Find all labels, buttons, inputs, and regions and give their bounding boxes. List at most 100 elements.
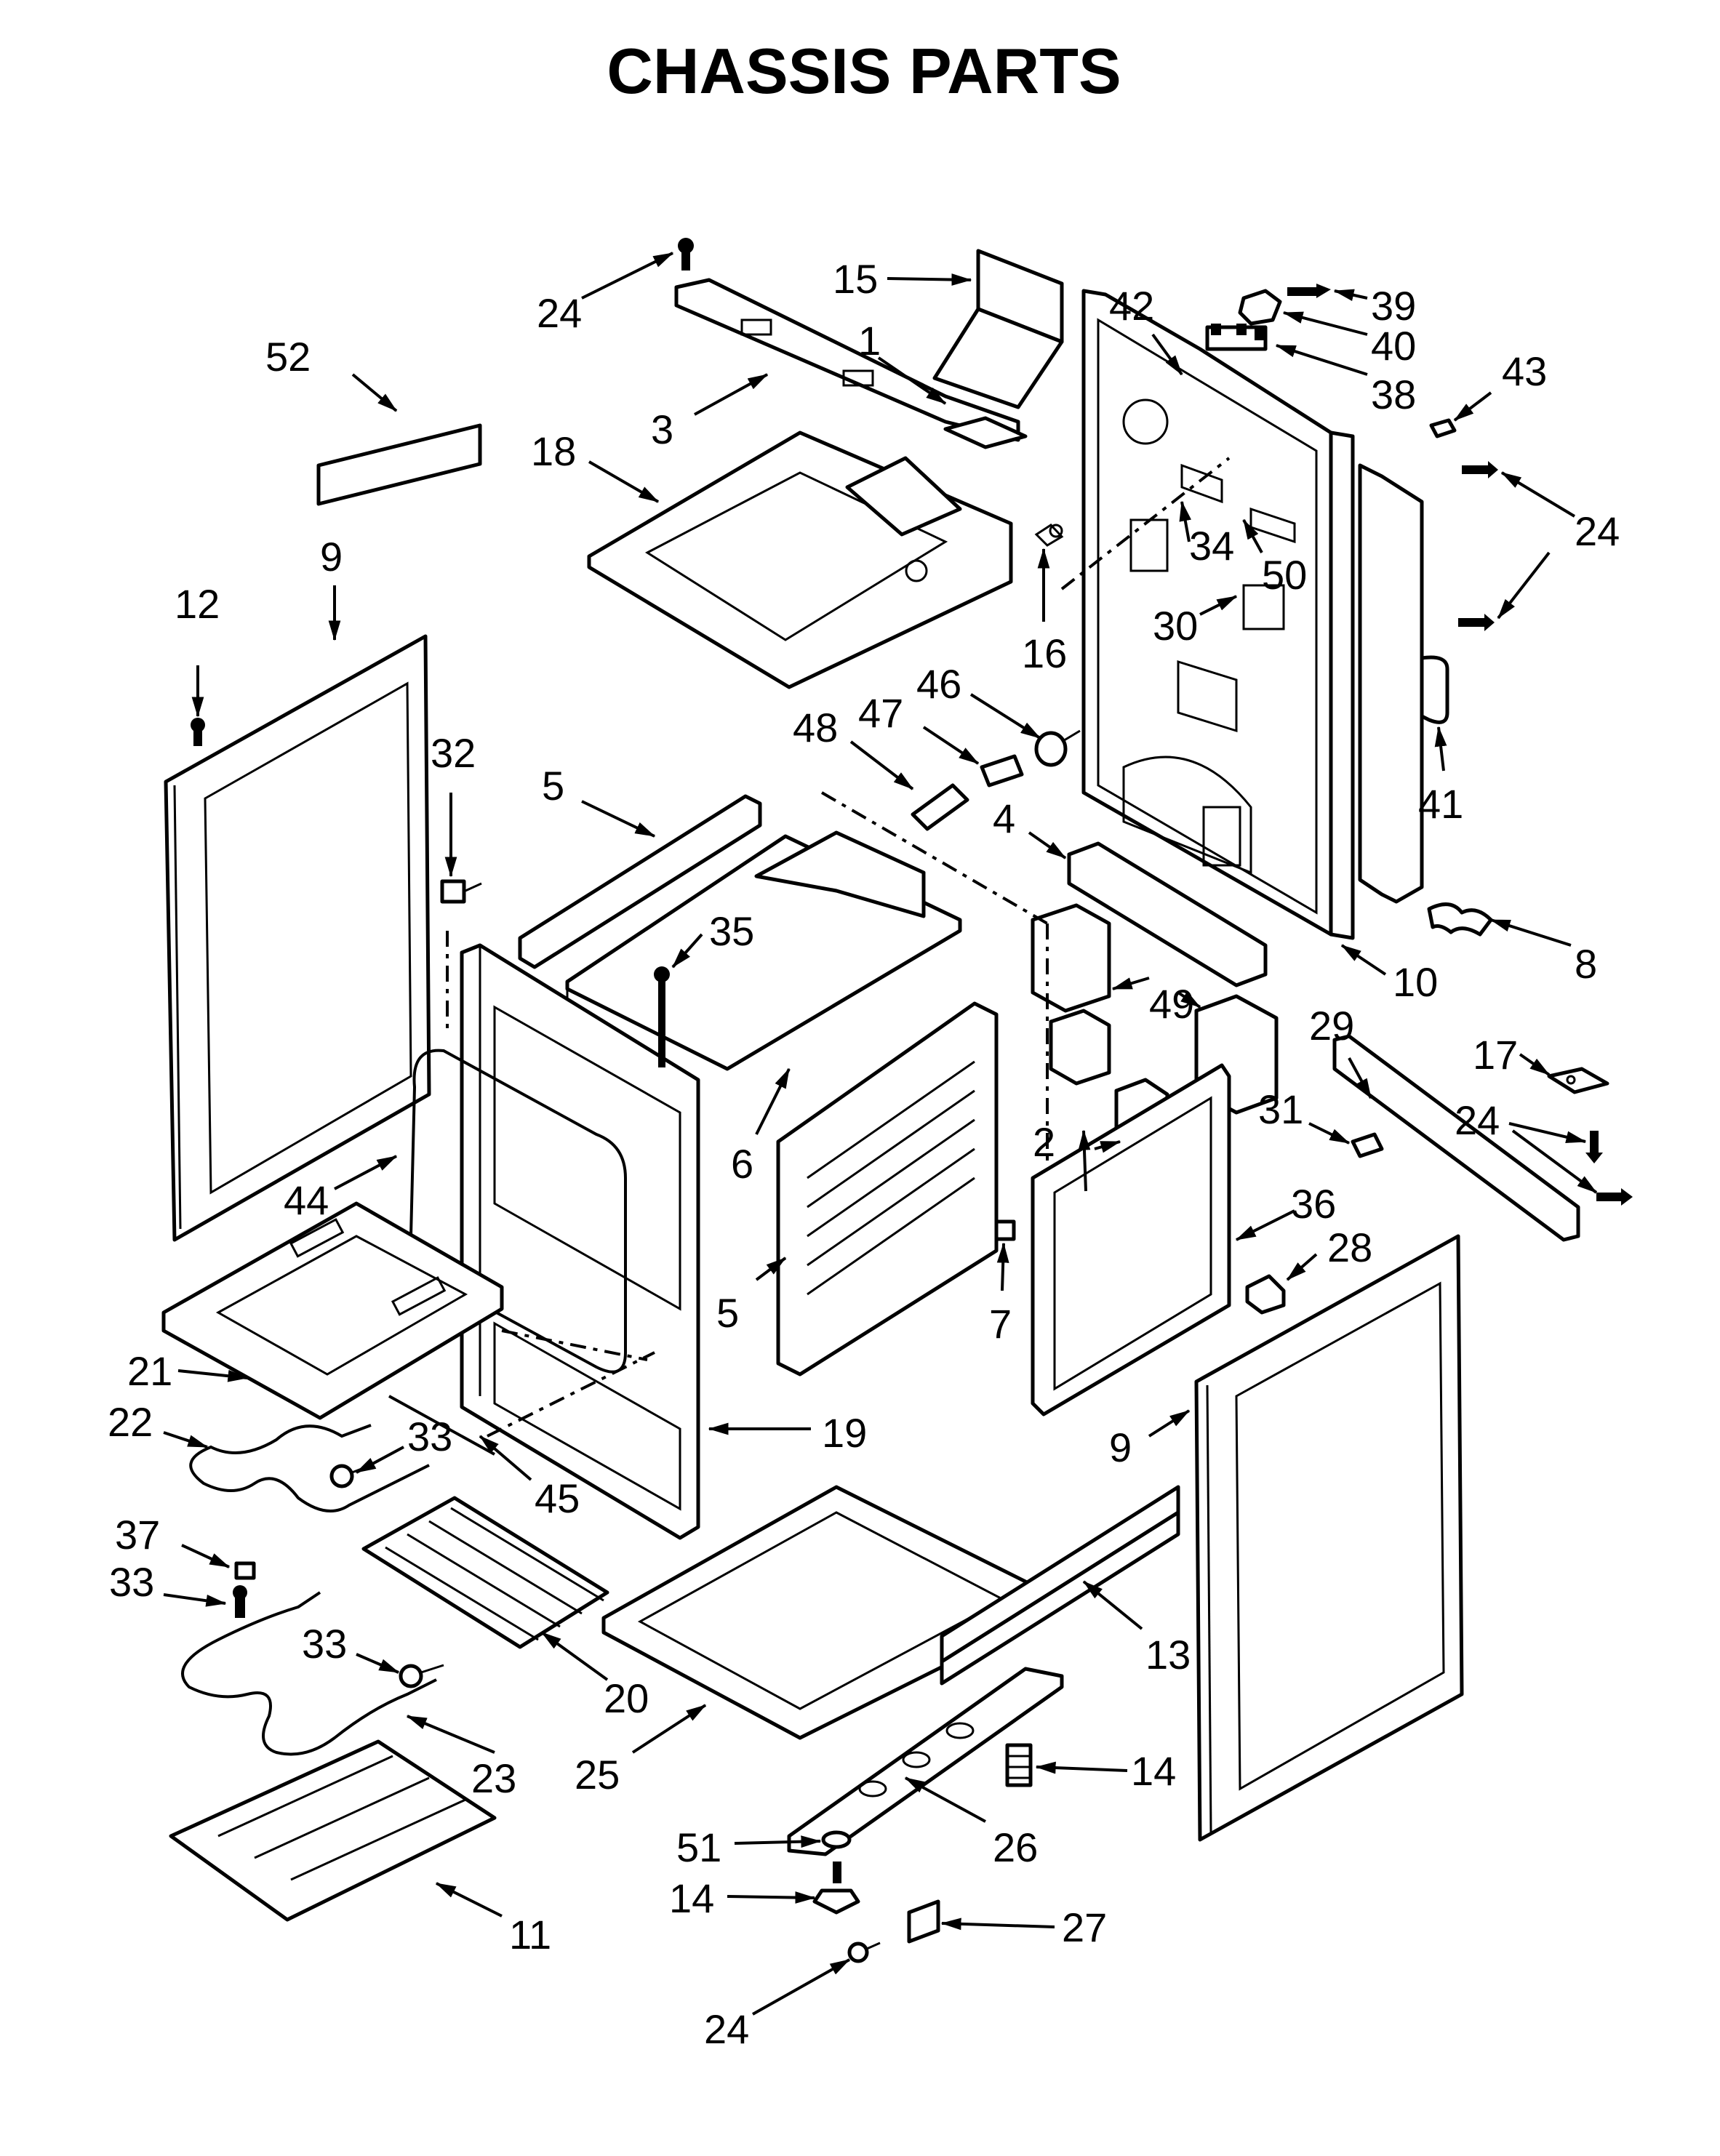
part-9-side-panel-left[interactable] xyxy=(164,634,431,1242)
callout-31[interactable]: 31 xyxy=(1258,1086,1303,1132)
callout-45[interactable]: 45 xyxy=(535,1475,580,1521)
part-45-rod[interactable] xyxy=(388,1395,495,1456)
part-10-rear-panel[interactable] xyxy=(1081,289,1355,940)
callout-41[interactable]: 41 xyxy=(1418,781,1463,827)
part-1-bracket[interactable] xyxy=(943,416,1028,449)
part-49-insulation-large[interactable] xyxy=(1031,903,1111,1013)
part-20-oven-rack[interactable] xyxy=(361,1496,609,1649)
callout-24-right[interactable]: 24 xyxy=(1575,508,1620,554)
part-5-top-rail[interactable] xyxy=(518,794,762,969)
part-24-screw-bottom[interactable] xyxy=(847,1941,881,1963)
part-15-vent-duct[interactable] xyxy=(932,249,1064,409)
callout-13[interactable]: 13 xyxy=(1145,1632,1191,1678)
callout-8[interactable]: 8 xyxy=(1575,941,1597,987)
part-48-sleeve[interactable] xyxy=(911,783,969,831)
callout-20[interactable]: 20 xyxy=(604,1675,649,1721)
callout-21[interactable]: 21 xyxy=(127,1348,172,1394)
callout-33-lower[interactable]: 33 xyxy=(302,1621,347,1667)
callout-25[interactable]: 25 xyxy=(575,1752,620,1798)
callout-27[interactable]: 27 xyxy=(1062,1904,1107,1950)
callout-51[interactable]: 51 xyxy=(676,1824,721,1870)
callout-9-left[interactable]: 9 xyxy=(320,534,343,580)
callout-23[interactable]: 23 xyxy=(471,1755,516,1801)
callout-18[interactable]: 18 xyxy=(531,428,576,474)
callout-24-right-mid[interactable]: 24 xyxy=(1455,1097,1500,1143)
part-11-drawer-bottom[interactable] xyxy=(169,1739,497,1922)
part-37-clip[interactable] xyxy=(234,1561,256,1580)
part-18-cooktop-support[interactable] xyxy=(587,430,1013,689)
callout-33-mid[interactable]: 33 xyxy=(109,1559,154,1605)
callout-40[interactable]: 40 xyxy=(1371,323,1416,369)
part-27-bracket[interactable] xyxy=(907,1899,940,1944)
part-52-label[interactable] xyxy=(316,423,482,506)
part-24-screw-right-lower[interactable] xyxy=(1458,614,1495,631)
part-33-screw-mid[interactable] xyxy=(233,1585,247,1618)
callout-30[interactable]: 30 xyxy=(1153,603,1198,649)
callout-7[interactable]: 7 xyxy=(989,1301,1012,1347)
part-28-bumper[interactable] xyxy=(1245,1274,1286,1315)
part-24-screw-top[interactable] xyxy=(678,238,694,270)
part-43-clip[interactable] xyxy=(1429,418,1457,438)
callout-1[interactable]: 1 xyxy=(858,318,881,364)
part-23-broil-element[interactable] xyxy=(181,1591,437,1756)
part-5-rack-support-side[interactable] xyxy=(776,1001,999,1376)
part-41-cover[interactable] xyxy=(1420,655,1449,724)
callout-38[interactable]: 38 xyxy=(1371,372,1416,417)
callout-42[interactable]: 42 xyxy=(1109,283,1154,329)
callout-5-lower[interactable]: 5 xyxy=(716,1290,739,1336)
callout-10[interactable]: 10 xyxy=(1393,959,1438,1005)
callout-9-right[interactable]: 9 xyxy=(1109,1424,1132,1470)
callout-16[interactable]: 16 xyxy=(1022,630,1067,676)
callout-44[interactable]: 44 xyxy=(284,1177,329,1223)
part-16-clip[interactable] xyxy=(1034,524,1064,547)
callout-39[interactable]: 39 xyxy=(1371,283,1416,329)
callout-35[interactable]: 35 xyxy=(709,908,754,954)
callout-24-bottom[interactable]: 24 xyxy=(704,2006,749,2052)
part-13-kick-panel[interactable] xyxy=(940,1485,1180,1686)
part-47-plug[interactable] xyxy=(980,754,1024,788)
callout-12[interactable]: 12 xyxy=(175,581,220,627)
part-14-leveling-leg-left[interactable] xyxy=(812,1862,860,1915)
callout-22[interactable]: 22 xyxy=(108,1399,153,1445)
callout-2[interactable]: 2 xyxy=(1033,1119,1055,1165)
callout-43[interactable]: 43 xyxy=(1502,348,1547,394)
callout-32[interactable]: 32 xyxy=(431,730,476,776)
callout-14-right[interactable]: 14 xyxy=(1131,1748,1176,1794)
callout-49[interactable]: 49 xyxy=(1149,981,1194,1027)
part-40-nut[interactable] xyxy=(1238,289,1282,326)
part-26-leveling-rail[interactable] xyxy=(787,1667,1064,1856)
callout-14-left[interactable]: 14 xyxy=(669,1875,714,1921)
callout-26[interactable]: 26 xyxy=(993,1824,1038,1870)
part-7-clip[interactable] xyxy=(994,1219,1016,1241)
part-24-screw-right-mid-b[interactable] xyxy=(1596,1188,1633,1206)
part-2-insulation-small[interactable] xyxy=(1049,1009,1111,1086)
callout-47[interactable]: 47 xyxy=(858,690,903,736)
part-46-connector[interactable] xyxy=(1034,729,1081,767)
callout-48[interactable]: 48 xyxy=(793,705,838,750)
part-33-screw-upper[interactable] xyxy=(329,1464,372,1488)
part-8-clamp[interactable] xyxy=(1427,902,1493,937)
part-29-rail[interactable] xyxy=(1332,1034,1580,1242)
part-38-terminal-block[interactable] xyxy=(1205,324,1268,351)
part-33-screw-lower[interactable] xyxy=(399,1664,444,1688)
callout-17[interactable]: 17 xyxy=(1473,1032,1518,1078)
callout-11[interactable]: 11 xyxy=(509,1912,551,1957)
part-51-washer[interactable] xyxy=(821,1830,852,1849)
callout-36[interactable]: 36 xyxy=(1291,1181,1336,1227)
part-21-drawer-liner[interactable] xyxy=(161,1201,504,1420)
callout-52[interactable]: 52 xyxy=(265,334,311,380)
callout-50[interactable]: 50 xyxy=(1262,552,1307,598)
part-39-screw[interactable] xyxy=(1287,284,1331,298)
part-32-clip[interactable] xyxy=(440,879,482,904)
callout-15[interactable]: 15 xyxy=(833,256,878,302)
part-4-bracket[interactable] xyxy=(1067,841,1268,987)
part-36-insulation-panel[interactable] xyxy=(1031,1063,1231,1416)
callout-29[interactable]: 29 xyxy=(1309,1003,1354,1049)
callout-37[interactable]: 37 xyxy=(115,1512,160,1558)
callout-19[interactable]: 19 xyxy=(822,1410,867,1456)
part-14-leveling-leg-right[interactable] xyxy=(1005,1743,1033,1787)
part-22-bake-element[interactable] xyxy=(189,1424,430,1512)
callout-24-top[interactable]: 24 xyxy=(537,290,582,336)
part-31-clip[interactable] xyxy=(1351,1132,1384,1158)
callout-46[interactable]: 46 xyxy=(916,661,961,707)
